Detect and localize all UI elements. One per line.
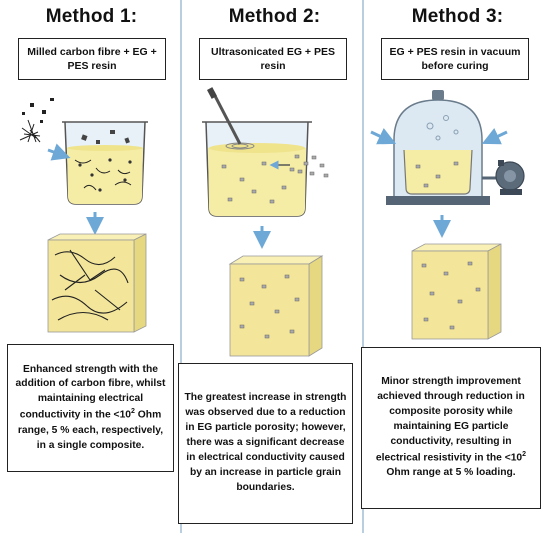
method-1-description: Enhanced strength with the addition of c… bbox=[13, 363, 168, 454]
method-1-subtitle: Milled carbon fibre + EG + PES resin bbox=[27, 45, 157, 72]
method-3-description-text: Minor strength improvement achieved thro… bbox=[375, 376, 525, 464]
method-2-description-box: The greatest increase in strength was ob… bbox=[178, 363, 353, 524]
method-3-description: Minor strength improvement achieved thro… bbox=[367, 375, 535, 481]
method-3-description-superscript: 2 bbox=[522, 450, 527, 458]
sonicator-probe bbox=[207, 87, 242, 145]
vacuum-inflow-arrow-left bbox=[370, 128, 397, 145]
method-3-title: Method 3: bbox=[411, 6, 504, 27]
method-1-subtitle-box: Milled carbon fibre + EG + PES resin bbox=[18, 38, 166, 80]
carbon-fibre-cluster bbox=[19, 98, 54, 143]
method-2-subtitle: Ultrasonicated EG + PES resin bbox=[210, 45, 335, 72]
method-1-composite-block bbox=[47, 233, 147, 333]
vacuum-chamber bbox=[386, 90, 490, 205]
method-1-title: Method 1: bbox=[45, 6, 138, 27]
method-3-description-box: Minor strength improvement achieved thro… bbox=[361, 347, 541, 509]
method-2-title: Method 2: bbox=[228, 6, 321, 27]
method-2-beaker bbox=[202, 121, 312, 217]
method-2-subtitle-box: Ultrasonicated EG + PES resin bbox=[199, 38, 347, 80]
method-1-description-text: Enhanced strength with the addition of c… bbox=[15, 363, 166, 421]
method-2-composite-block bbox=[228, 255, 324, 357]
method-3-subtitle-box: EG + PES resin in vacuum before curing bbox=[381, 38, 529, 80]
method-1-beaker bbox=[62, 121, 148, 205]
method-1-description-text-end: Ohm range, 5 % each, respectively, in a … bbox=[17, 409, 164, 451]
eg-particles-2 bbox=[294, 154, 329, 178]
method-1-description-superscript: 2 bbox=[131, 408, 135, 416]
method-1-add-arrow bbox=[47, 143, 71, 161]
method-3-subtitle: EG + PES resin in vacuum before curing bbox=[389, 45, 521, 72]
column-divider-left bbox=[180, 0, 182, 533]
vacuum-inflow-arrow-right bbox=[481, 128, 508, 145]
method-3-description-text-end: Ohm range at 5 % loading. bbox=[386, 467, 516, 479]
method-3-composite-block bbox=[411, 243, 502, 340]
method-2-description: The greatest increase in strength was ob… bbox=[184, 392, 347, 493]
vacuum-pump bbox=[482, 160, 525, 195]
column-divider-right bbox=[362, 0, 364, 533]
method-1-description-box: Enhanced strength with the addition of c… bbox=[7, 344, 174, 472]
